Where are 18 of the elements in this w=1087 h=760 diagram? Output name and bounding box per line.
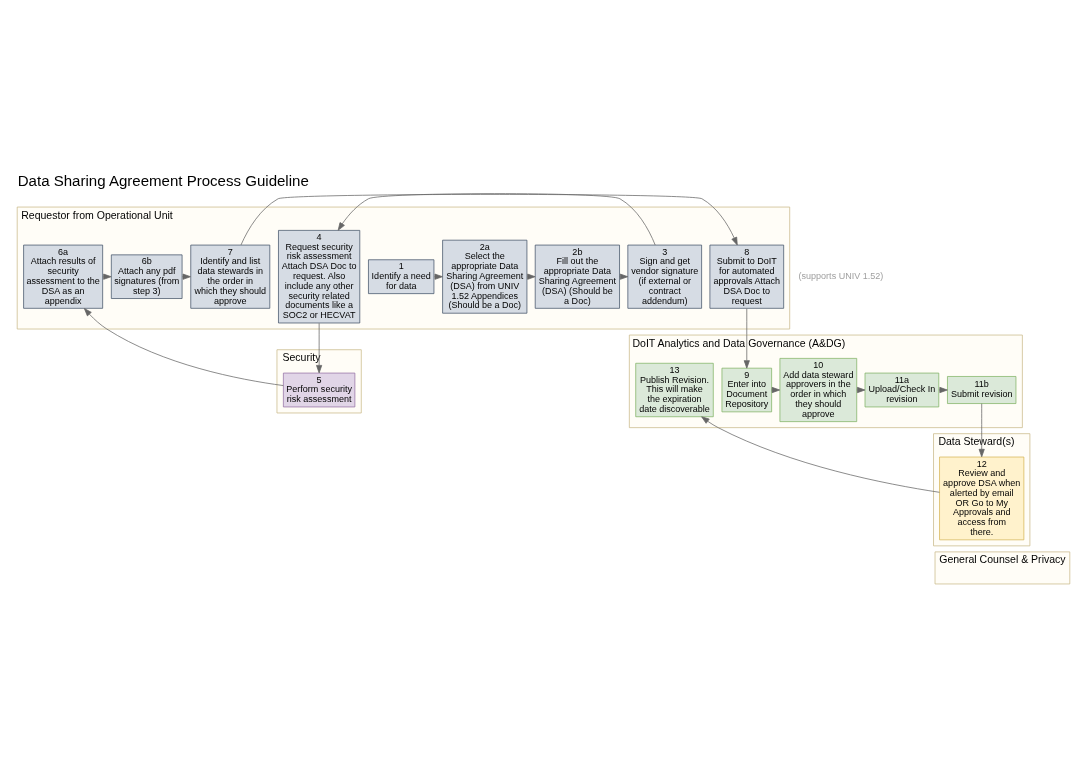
node-box: 13 Publish Revision. This will make the expiration date discoverable [635, 362, 714, 417]
label: (supports UNIV 1.52) [798, 270, 884, 281]
arrow [743, 307, 750, 369]
node-box: 8 Submit to DoIT for automated approvals Attach DSA Doc to request [709, 244, 785, 309]
arrow [316, 322, 323, 373]
node-box: 11b Submit revision [947, 375, 1017, 404]
arrow [701, 415, 940, 493]
node-box: 5 Perform security risk assessment [283, 372, 356, 407]
arrow [337, 192, 656, 245]
arrow [978, 402, 985, 457]
node-box: 12 Review and approve DSA when alerted by email OR Go to My Approvals and access from there. [939, 456, 1025, 540]
node-box: General Counsel & Privacy [934, 551, 1071, 584]
diagram-title: Data Sharing Agreement Process Guideline [17, 171, 309, 189]
node-box: 4 Request security risk assessment Attach DSA Doc to request. Also include any other security related documents like a SOC2 or HECVAT [278, 229, 361, 323]
node-box: 3 Sign and get vendor signature (if external or contract addendum) [627, 244, 702, 309]
node-box: 7 Identify and list data stewards in the order in which they should approve [190, 244, 271, 309]
arrow [83, 307, 284, 386]
arrow [240, 193, 738, 245]
